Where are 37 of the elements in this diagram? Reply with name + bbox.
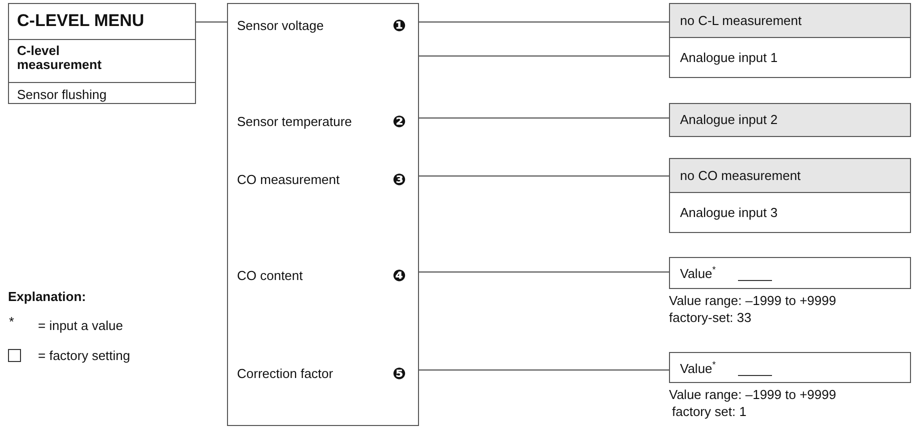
asterisk-symbol: *	[9, 314, 14, 330]
menu-item-label: Correction factor	[237, 366, 334, 382]
menu-panel	[227, 3, 419, 426]
option-box	[669, 192, 911, 233]
value-label: Value$^{*}$	[680, 361, 716, 377]
default-option-box	[669, 158, 911, 193]
legend-text: = input a value	[38, 318, 123, 334]
option-label: no CO measurement	[680, 168, 801, 184]
option-label: Analogue input 3	[680, 204, 778, 220]
value-note: factory-set: 33	[669, 310, 752, 326]
selected-menu-entry: C-level measurement	[17, 44, 103, 72]
menu-item-label: Sensor voltage	[237, 18, 324, 34]
callout-number: ❸	[392, 172, 406, 188]
default-option-box	[669, 3, 911, 38]
callout-number: ❹	[392, 268, 406, 284]
callout-number: ❶	[392, 18, 406, 34]
default-option-box	[669, 103, 911, 137]
legend-title: Explanation:	[8, 289, 86, 305]
legend-text: = factory setting	[38, 348, 130, 364]
option-label: no C-L measurement	[680, 12, 802, 28]
option-label: Analogue input 2	[680, 112, 778, 128]
menu-title: C-LEVEL MENU	[17, 12, 144, 30]
value-entry-box	[669, 257, 911, 289]
value-entry-box	[669, 352, 911, 383]
menu-item-label: CO measurement	[237, 172, 340, 188]
menu-item-label: Sensor temperature	[237, 114, 352, 130]
menu-entry: Sensor flushing	[17, 86, 107, 104]
menu-item-label: CO content	[237, 268, 303, 284]
callout-number: ❺	[392, 366, 406, 382]
callout-number: ❷	[392, 114, 406, 130]
value-note: factory set: 1	[672, 404, 746, 420]
option-box	[669, 37, 911, 78]
value-note: Value range: –1999 to +9999	[669, 293, 836, 309]
value-label: Value$^{*}$	[680, 266, 716, 282]
value-note: Value range: –1999 to +9999	[669, 387, 836, 403]
menu-box	[8, 3, 196, 104]
option-label: Analogue input 1	[680, 50, 778, 66]
